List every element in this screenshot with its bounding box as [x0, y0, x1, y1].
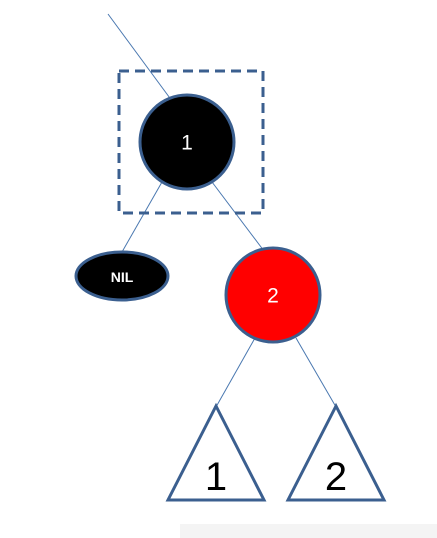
edge-right-child-to-right-subtree: [295, 337, 337, 408]
edge-right-child-to-left-subtree: [215, 337, 256, 408]
right-subtree-triangle: [285, 402, 387, 502]
left-subtree-label: 1: [205, 455, 227, 499]
right-subtree-label: 2: [325, 455, 347, 499]
edge-root-to-right-child: [211, 181, 265, 252]
right-child-node: 2: [224, 246, 322, 344]
nil-node-label: NIL: [111, 269, 134, 285]
incoming-edge: [107, 13, 176, 106]
right-subtree: 2: [285, 402, 387, 502]
root-node-circle: [138, 93, 236, 191]
left-subtree-triangle: [165, 402, 267, 502]
edge-root-to-nil: [121, 181, 163, 253]
left-subtree: 1: [165, 402, 267, 502]
selection-box: [117, 69, 265, 215]
bottom-panel: [180, 524, 437, 538]
root-node: 1: [138, 93, 236, 191]
right-child-node-circle: [224, 246, 322, 344]
right-child-node-label: 2: [267, 285, 279, 308]
root-node-label: 1: [181, 132, 193, 155]
nil-node-ellipse: [74, 250, 170, 302]
nil-node: NIL: [74, 250, 170, 302]
